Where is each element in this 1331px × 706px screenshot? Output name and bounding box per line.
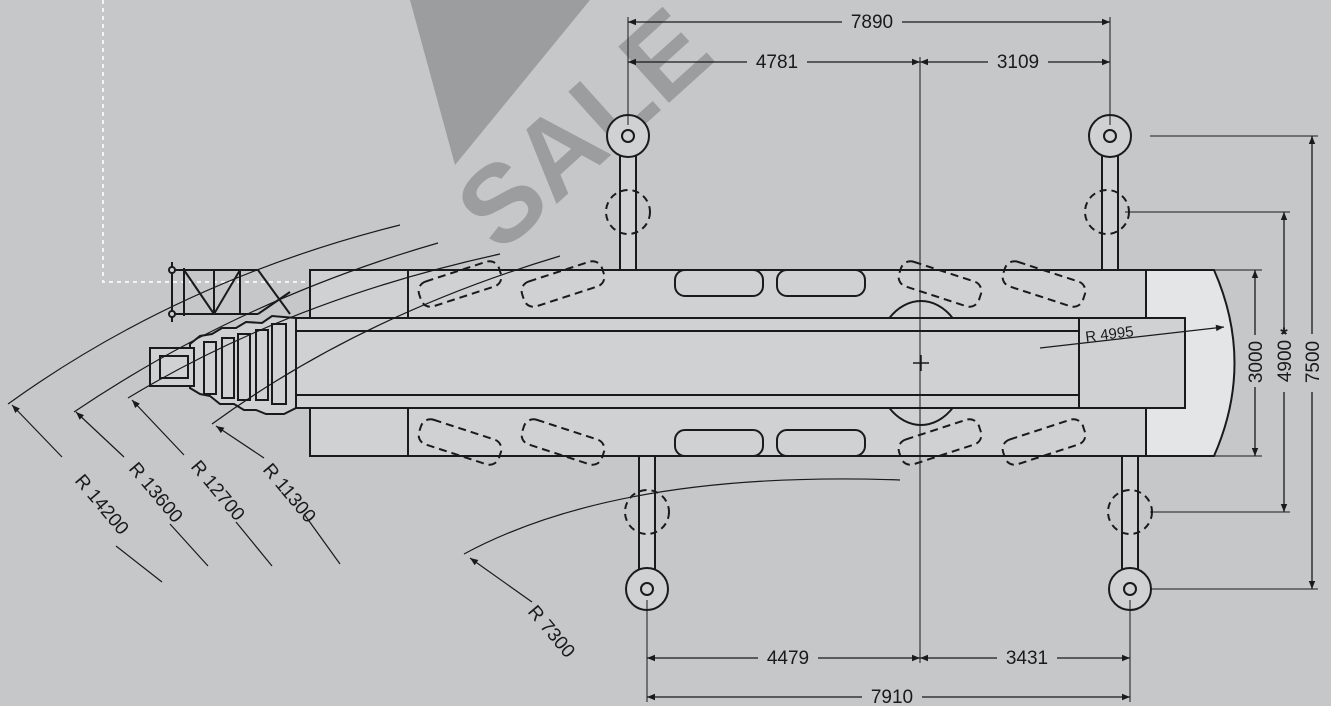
boundary-dashed-line bbox=[102, 0, 310, 283]
dimension-labels: 7890 4781 3109 4479 3431 7910 3000 4900 … bbox=[747, 10, 1324, 706]
jib-pin bbox=[168, 310, 176, 318]
outrigger-pad-center bbox=[1123, 582, 1137, 596]
outrigger-pad-intermediate bbox=[605, 189, 651, 235]
slew-centre-mark bbox=[913, 355, 929, 371]
wheel bbox=[674, 269, 764, 297]
dim-top-right: 3109 bbox=[997, 52, 1039, 73]
jib-pin bbox=[168, 266, 176, 274]
label-r11300: R 11300 bbox=[258, 460, 319, 527]
steered-wheel bbox=[520, 260, 606, 308]
arc-r12700 bbox=[127, 253, 501, 399]
arc-r14200 bbox=[7, 224, 401, 405]
radius-leaders bbox=[11, 399, 533, 603]
arc-r4995-radius-line bbox=[1039, 324, 1225, 349]
outrigger-beams bbox=[619, 142, 1139, 584]
outrigger-pad-center bbox=[1103, 129, 1117, 143]
dim-top-left: 4781 bbox=[756, 52, 798, 73]
counterweight-tail bbox=[1145, 269, 1236, 457]
dim-top-total: 7890 bbox=[851, 12, 893, 33]
outrigger-beam-front-right bbox=[638, 455, 656, 584]
outrigger-pads bbox=[606, 114, 1152, 611]
outrigger-beam-front-left bbox=[619, 142, 637, 271]
wheels bbox=[674, 269, 866, 457]
label-r14200: R 14200 bbox=[70, 471, 132, 540]
label-r7300: R 7300 bbox=[523, 602, 578, 662]
steered-wheel bbox=[897, 418, 983, 466]
dim-bottom-right: 3431 bbox=[1006, 648, 1048, 669]
label-r13600: R 13600 bbox=[124, 459, 186, 528]
boom bbox=[291, 317, 1186, 409]
sheave bbox=[237, 333, 251, 401]
sheave bbox=[255, 329, 269, 401]
sheave bbox=[203, 341, 217, 395]
dim-width-4900-note-mark: * bbox=[1280, 325, 1288, 346]
outrigger-pad-center bbox=[640, 582, 654, 596]
steered-wheel bbox=[520, 418, 606, 466]
watermark-triangle bbox=[410, 0, 590, 165]
arc-r11300 bbox=[211, 255, 561, 425]
hook-block-inner bbox=[159, 355, 189, 379]
boom-head bbox=[149, 314, 297, 415]
arc-r13600 bbox=[73, 242, 439, 413]
steered-wheel bbox=[417, 260, 503, 308]
label-r4995: R 4995 bbox=[1084, 323, 1134, 346]
dim-bottom-total: 7910 bbox=[871, 687, 913, 706]
radius-arcs bbox=[7, 224, 1225, 555]
extension-lines bbox=[627, 17, 1318, 702]
label-r12700: R 12700 bbox=[186, 457, 248, 526]
wheel bbox=[776, 429, 866, 457]
steered-wheel bbox=[897, 260, 983, 308]
wheel bbox=[674, 429, 764, 457]
sheave bbox=[221, 337, 235, 399]
steered-wheels bbox=[417, 260, 1087, 466]
dim-width-4900: 4900 bbox=[1275, 340, 1296, 382]
outrigger-beam-rear-left bbox=[1101, 142, 1119, 271]
wheel bbox=[776, 269, 866, 297]
steered-wheel bbox=[417, 418, 503, 466]
outrigger-pad-center bbox=[621, 129, 635, 143]
steered-wheel bbox=[1001, 418, 1087, 466]
dim-width-7500: 7500 bbox=[1303, 341, 1324, 383]
outrigger-beam-rear-right bbox=[1121, 455, 1139, 584]
watermark: SALE bbox=[410, 0, 734, 273]
boom-inner bbox=[295, 330, 1080, 396]
dim-width-3000: 3000 bbox=[1246, 341, 1267, 383]
outrigger-pad-intermediate bbox=[624, 489, 670, 535]
lattice-jib bbox=[168, 262, 291, 322]
steered-wheel bbox=[1001, 260, 1087, 308]
dim-bottom-left: 4479 bbox=[767, 648, 809, 669]
sheave bbox=[271, 323, 287, 405]
arc-r7300 bbox=[463, 478, 901, 555]
